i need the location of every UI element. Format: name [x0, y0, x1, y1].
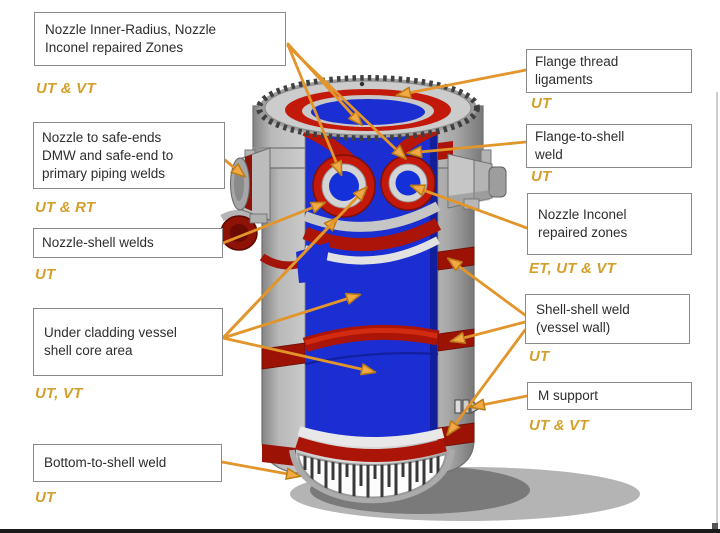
arrow-under-cladding-4 [221, 336, 374, 372]
label-box-nozzle-shell-welds: Nozzle-shell welds [33, 228, 223, 258]
label-box-m-support: M support [527, 382, 692, 410]
method-label-under-cladding: UT, VT [35, 385, 83, 402]
method-label-nozzle-shell-welds: UT [35, 266, 56, 283]
method-label-flange-threads: UT [531, 95, 552, 112]
method-label-bottom-to-shell: UT [35, 489, 56, 506]
arrow-shell-weld-lower [448, 328, 527, 434]
method-label-shell-shell-weld: UT [529, 348, 550, 365]
arrow-safe-end [223, 158, 244, 176]
method-label-safe-ends: UT & RT [35, 199, 96, 216]
left-nozzle-bore [312, 154, 376, 218]
label-box-inconel-zones: Nozzle Inconel repaired zones [527, 193, 692, 255]
arrow-shell-weld-mid [452, 320, 527, 341]
arrow-bottom-weld [220, 460, 299, 476]
arrow-m-support [472, 394, 529, 407]
label-box-safe-ends: Nozzle to safe-ends DMW and safe-end to … [33, 122, 225, 190]
arrow-inconel-zones [412, 186, 529, 230]
arrow-under-cladding-2 [221, 188, 366, 340]
arrow-nozzle-shell-weld [221, 201, 324, 245]
arrow-under-cladding-3 [221, 295, 359, 340]
label-box-flange-shell-weld: Flange-to-shell weld [526, 124, 692, 168]
right-outlet-nozzle [447, 153, 507, 210]
label-box-nozzle-inner-radius: Nozzle Inner-Radius, Nozzle Inconel repa… [34, 12, 286, 66]
right-nozzle-bore [380, 155, 436, 211]
slide-corner-mark [712, 523, 718, 529]
left-outlet-nozzle [230, 147, 271, 224]
arrow-inner-radius-right-bore [286, 44, 405, 158]
vessel-flange [256, 75, 480, 141]
arrow-inner-radius-left-bore [286, 43, 343, 174]
label-box-bottom-to-shell: Bottom-to-shell weld [33, 444, 222, 482]
method-label-nozzle-inner-radius: UT & VT [36, 80, 96, 97]
arrow-flange-shell-weld [409, 140, 528, 153]
label-box-flange-threads: Flange thread ligaments [526, 49, 692, 93]
arrow-shell-weld-upper [449, 259, 527, 317]
slide-right-edge [716, 92, 718, 528]
method-label-inconel-zones: ET, UT & VT [529, 260, 616, 277]
method-label-m-support: UT & VT [529, 417, 589, 434]
label-box-shell-shell-weld: Shell-shell weld (vessel wall) [525, 294, 690, 344]
label-box-under-cladding: Under cladding vessel shell core area [33, 308, 223, 376]
callout-arrows [220, 42, 529, 476]
slide-bottom-border [0, 529, 720, 533]
arrow-flange-threads [398, 68, 528, 95]
method-label-flange-shell-weld: UT [531, 168, 552, 185]
